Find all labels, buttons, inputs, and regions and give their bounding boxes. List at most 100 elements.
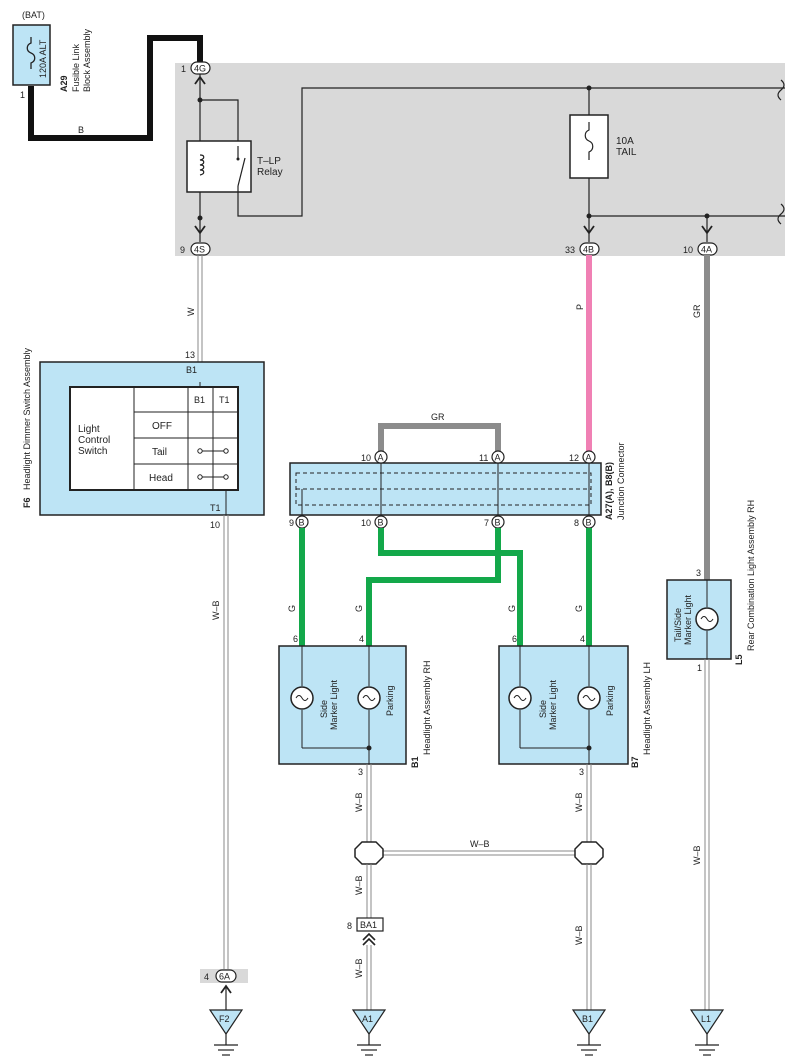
hl-lh-name: Headlight Assembly LH [642,662,652,755]
tail-bulb-icon [695,607,719,631]
ground-label: A1 [362,1014,373,1024]
ground-l1: L1 [689,1009,725,1056]
side-marker-bulb-icon [290,686,314,710]
jc-bottom-conn-label: B [299,518,305,528]
hl-rh-pin4: 4 [359,634,364,644]
wire-wb-switch-label: W–B [211,600,221,620]
conn-4b-label: 4B [583,245,594,255]
bat-label: (BAT) [22,10,45,20]
tail-fuse-rating: 10A [616,136,634,147]
jc-top-pin: 12 [569,453,579,463]
fusible-link [12,24,51,86]
conn-6a-pin: 4 [204,972,209,982]
jc-top-conn-label: A [495,453,501,463]
hl-lh-marker: Marker Light [548,679,558,730]
hl-lh-side: Side [538,700,548,718]
connector-ba1 [356,917,384,932]
hl-rh-pin6: 6 [293,634,298,644]
fuse-icon [584,122,594,160]
hl-rh-pin3: 3 [358,767,363,777]
node [586,745,592,751]
conn-4s-pin: 9 [180,245,185,255]
hl-rh-side: Side [319,700,329,718]
jc-bottom-pin: 10 [361,518,371,528]
wire-b-label: B [78,125,84,135]
switch-row-head: Head [149,473,173,484]
wire-wb-label: W–B [574,925,584,945]
head-contact-icon [197,474,229,480]
parking-bulb-icon [577,686,601,710]
wire-g [378,528,523,646]
wire-g-label: G [287,605,297,612]
arrow-4s [194,225,206,235]
fusible-code: A29 [59,75,69,92]
jc-top-conn [491,450,505,464]
node [236,157,240,161]
wire-p-label: P [575,304,585,310]
hl-rh-code: B1 [410,756,420,768]
ba1-arrow-icon [362,932,376,946]
switch-title-2: Control [78,435,110,446]
ground-label: B1 [582,1014,593,1024]
jc-bottom-pin: 8 [574,518,579,528]
fusible-name-1: Fusible Link [71,43,81,92]
parking-bulb-icon [357,686,381,710]
arrow-4b [583,225,595,235]
line-to-relay [200,99,239,146]
ground-label: F2 [219,1014,230,1024]
wire-gr-loop [378,423,501,452]
ground-label: L1 [701,1014,711,1024]
ground-a1: A1 [351,1009,387,1056]
relay-coil-icon [199,154,205,176]
wire-wb-label: W–B [574,792,584,812]
splice-rh [354,841,384,865]
wire-wb-label: W–B [354,875,364,895]
relay-name-2: Relay [257,167,283,178]
hl-rh-marker: Marker Light [329,679,339,730]
jc-name: Junction Connector [616,442,626,520]
jc-top-conn-label: A [378,453,384,463]
jc-top-pin: 10 [361,453,371,463]
wire-b [28,35,203,141]
jc-top-conn-label: A [586,453,592,463]
jc-bottom-pin: 7 [484,518,489,528]
rear-label-1: Tail/Side [673,608,683,642]
hl-lh-pin3: 3 [579,767,584,777]
relay-output [237,87,785,217]
conn-4g-pin: 1 [181,64,186,74]
hl-rh-parking: Parking [385,685,395,716]
switch-title-3: Switch [78,446,107,457]
switch-code: F6 [22,497,32,508]
ground-f2: F2 [208,1009,244,1056]
switch-pin-bottom: 10 [210,520,220,530]
ba1-label: BA1 [360,920,377,930]
junction-block [175,63,785,256]
switch-name: Headlight Dimmer Switch Assembly [22,347,32,490]
jc-top-conn [582,450,596,464]
jc-top-conn [374,450,388,464]
switch-col-t1: T1 [219,395,230,405]
ba1-pin: 8 [347,921,352,931]
side-marker-bulb-icon [508,686,532,710]
rear-code: L5 [734,654,744,665]
hl-lh-parking: Parking [605,685,615,716]
jc-bottom-conn-label: B [378,518,384,528]
switch-t1-label: T1 [210,503,221,513]
hl-lh-pin6: 6 [512,634,517,644]
switch-row-tail: Tail [152,447,167,458]
wire-w-label: W [186,307,196,316]
wire-wb-label: W–B [354,792,364,812]
rear-pin3: 3 [696,568,701,578]
connector-6a [215,969,237,983]
splice-lh [574,841,604,865]
conn-4b-pin: 33 [565,245,575,255]
switch-row-off: OFF [152,421,172,432]
wire-gr-loop-label: GR [431,412,445,422]
connector-4s [190,242,211,256]
switch-b1-label: B1 [186,365,197,375]
conn-4a-label: 4A [701,245,712,255]
rear-label-2: Marker Light [683,594,693,645]
jc-code: A27(A), B8(B) [604,462,614,520]
relay-switch-icon [237,157,246,187]
